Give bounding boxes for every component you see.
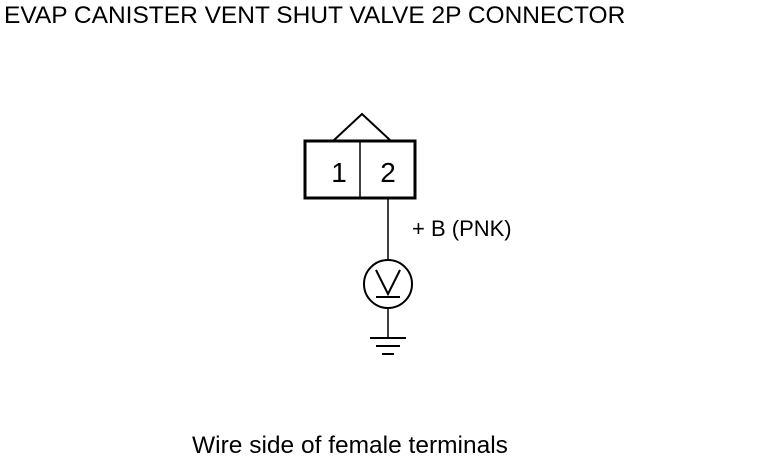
voltmeter-icon	[363, 259, 413, 309]
diagram-caption: Wire side of female terminals	[192, 432, 508, 459]
pin-1-label: 1	[331, 157, 347, 188]
wire-label: + B (PNK)	[412, 216, 512, 241]
ground-icon	[370, 337, 406, 355]
diagram-title: EVAP CANISTER VENT SHUT VALVE 2P CONNECT…	[4, 2, 626, 29]
pin-2-label: 2	[380, 157, 396, 188]
connector-lock-tab	[332, 112, 392, 142]
